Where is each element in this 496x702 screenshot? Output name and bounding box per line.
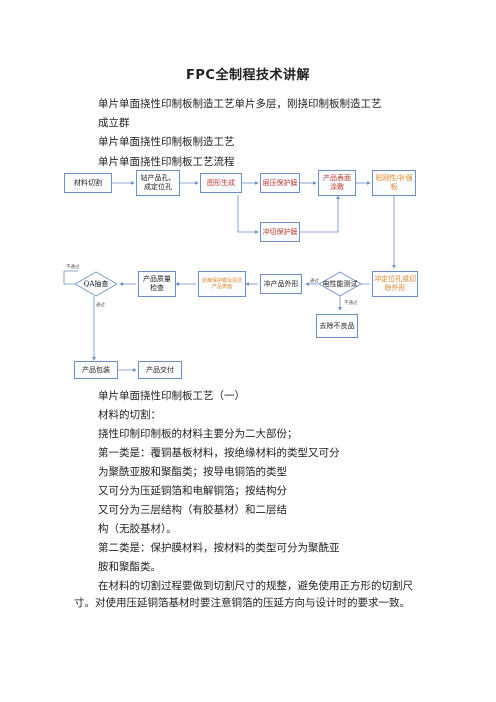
intro-line-4: 单片单面挠性印制板工艺流程 <box>98 156 235 168</box>
section-line-5: 为聚酰亚胺和聚酯类；按导电铜箔的类型 <box>98 466 287 478</box>
flow-box-quality-check: 产品质量检查 <box>138 271 176 297</box>
flow-box-drill-holes: 钻产品孔、成定位孔 <box>136 170 180 196</box>
flow-box-delivery: 产品交付 <box>138 361 182 379</box>
section-line-1: 单片单面挠性印制板工艺（一） <box>98 390 245 402</box>
section-line-9: 第二类是：保护膜材料，按材料的类型可分为聚酰亚 <box>98 542 340 554</box>
flow-label-pass-test: 通过 <box>310 279 319 284</box>
section-line-2: 材料的切割： <box>98 409 161 421</box>
intro-line-1: 单片单面挠性印制板制造工艺单片多层，刚挠印制板制造工艺 <box>98 98 382 110</box>
section-line-10: 胺和聚酯类。 <box>98 561 161 573</box>
flow-box-remove-defects: 去除不良品 <box>316 314 358 338</box>
flow-box-pattern-generation: 图形生成 <box>200 173 242 193</box>
flow-box-laminate-coverlay: 层压保护膜 <box>260 173 300 193</box>
flow-box-material-cut: 材料切割 <box>64 173 112 193</box>
flow-box-punch-locate: 冲定位孔或切除外形 <box>372 271 418 297</box>
flow-label-not-pass-qa: 不通过 <box>66 265 80 270</box>
intro-line-2: 成立群 <box>98 117 130 129</box>
section-line-6: 又可分为压延铜箔和电解铜箔；按结构分 <box>98 485 287 497</box>
process-flowchart: 材料切割 钻产品孔、成定位孔 图形生成 层压保护膜 产品表面涂敷 贴刚性/补强板… <box>60 168 440 393</box>
flow-decision-electrical-test-label: 电性能测试 <box>322 280 358 288</box>
flowchart-connectors <box>63 181 396 372</box>
flow-box-punch-outline: 冲产品外形 <box>260 274 302 294</box>
flow-box-stiffener: 贴刚性/补强板 <box>372 170 416 196</box>
flow-label-not-pass-test: 不通过 <box>344 301 358 306</box>
section-line-7: 又可分为三层结构（有胶基材）和二层结 <box>98 504 287 516</box>
flow-box-packaging: 产品包装 <box>74 361 118 379</box>
flow-box-surface-coating: 产品表面涂敷 <box>318 170 356 196</box>
flow-decision-qa-check: QA抽查 <box>74 271 118 297</box>
diamond-shape-icon <box>318 271 362 297</box>
flow-label-pass-qa: 通过 <box>96 303 105 308</box>
flow-decision-electrical-test: 电性能测试 <box>318 271 362 297</box>
flow-box-punch-coverlay: 冲切保护膜 <box>260 222 300 242</box>
flow-decision-qa-check-label: QA抽查 <box>83 280 109 288</box>
diamond-shape-icon <box>74 271 118 297</box>
intro-line-3: 单片单面挠性印制板制造工艺 <box>98 136 235 148</box>
flow-box-peel-clean: 剥离保护膜及清洁产品表面 <box>198 271 246 297</box>
section-line-3: 挠性印制印制板的材料主要分为二大部份； <box>98 428 298 440</box>
section-line-4: 第一类是：覆铜基板材料，按绝缘材料的类型又可分 <box>98 447 340 459</box>
document-title: FPC全制程技术讲解 <box>186 68 310 83</box>
closing-paragraph: 在材料的切割过程要做到切割尺寸的规整，避免使用正方形的切割尺寸。对使用压延铜箔基… <box>74 580 413 609</box>
section-line-8: 构（无胶基材）。 <box>98 523 177 535</box>
